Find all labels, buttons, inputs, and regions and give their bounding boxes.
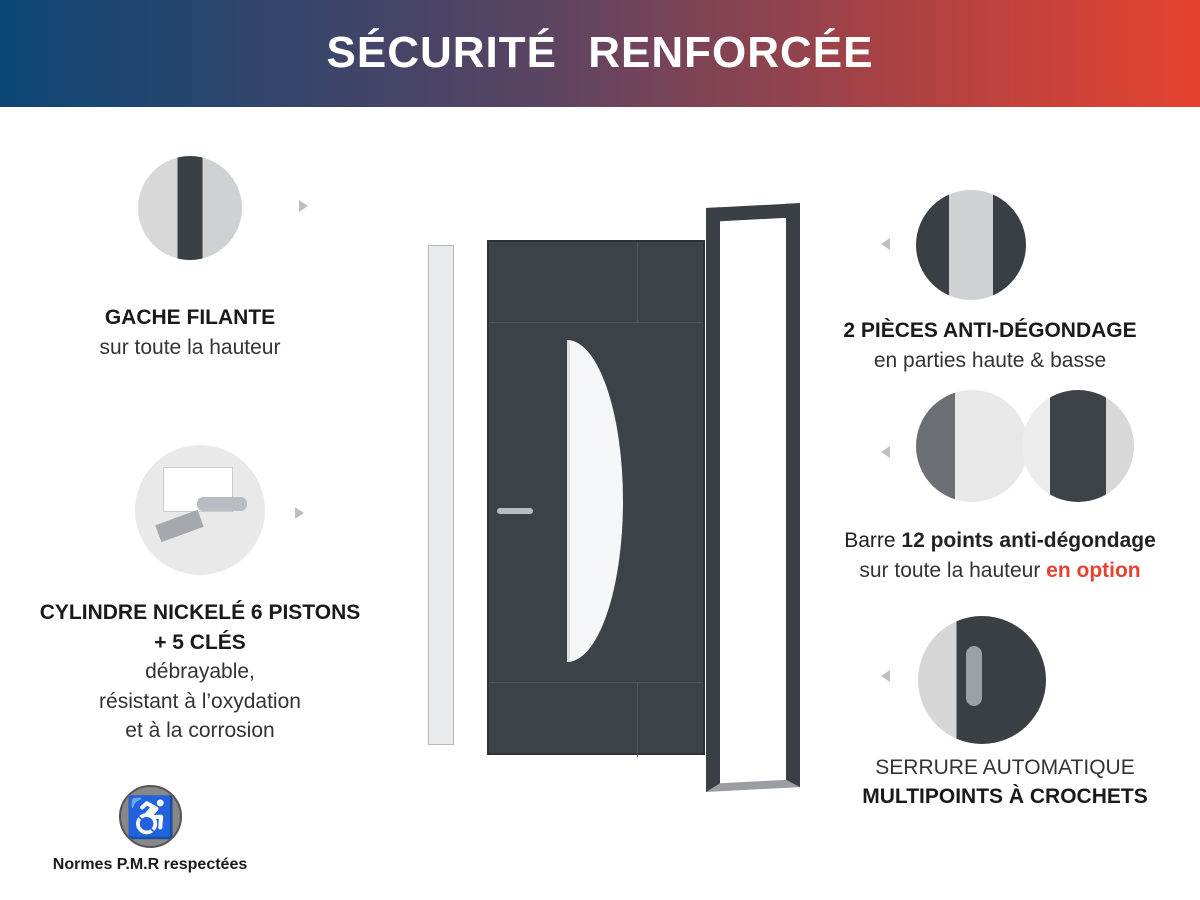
feature-text-bold: 12 points anti-dégondage <box>901 529 1156 552</box>
feature-subtitle: sur toute la hauteur <box>99 336 281 359</box>
feature-title: + 5 CLÉS <box>154 631 246 654</box>
anti-lift-bar-photo <box>916 390 1028 502</box>
page-title: SÉCURITÉ RENFORCÉE <box>326 28 874 77</box>
cylinder-keys-photo <box>135 445 265 575</box>
feature-text: Barre <box>844 529 902 552</box>
option-label: en option <box>1046 559 1141 582</box>
feature-text: sur toute la hauteur <box>859 559 1047 582</box>
feature-subtitle: en parties haute & basse <box>873 349 1107 372</box>
multipoint-lock-bar <box>428 245 454 745</box>
door-handle <box>497 508 533 514</box>
wheelchair-icon: ♿ <box>119 785 182 848</box>
anti-lift-photo <box>916 190 1026 300</box>
hook-lock-photo <box>918 616 1046 744</box>
arrow-left-icon <box>881 670 890 682</box>
feature-title: SERRURE AUTOMATIQUE <box>875 756 1135 779</box>
feature-title: 2 PIÈCES ANTI-DÉGONDAGE <box>843 319 1137 342</box>
door-frame <box>706 203 800 792</box>
arrow-left-icon <box>881 446 890 458</box>
strike-plate-photo <box>138 156 242 260</box>
arrow-right-icon <box>295 507 304 519</box>
feature-desc: résistant à l’oxydation <box>99 690 301 713</box>
door-option-photo <box>1022 390 1134 502</box>
feature-title: CYLINDRE NICKELÉ 6 PISTONS <box>39 601 361 624</box>
feature-title: Barre 12 points anti-dégondage <box>800 526 1200 556</box>
arrow-left-icon <box>881 238 890 250</box>
feature-title: MULTIPOINTS À CROCHETS <box>862 785 1148 808</box>
feature-subtitle: sur toute la hauteur en option <box>800 556 1200 586</box>
feature-title: GACHE FILANTE <box>104 306 276 329</box>
pmr-label: Normes P.M.R respectées <box>52 856 248 873</box>
feature-desc: débrayable, <box>145 660 255 683</box>
header-banner: SÉCURITÉ RENFORCÉE <box>0 0 1200 107</box>
arrow-right-icon <box>299 200 308 212</box>
feature-desc: et à la corrosion <box>125 719 275 742</box>
